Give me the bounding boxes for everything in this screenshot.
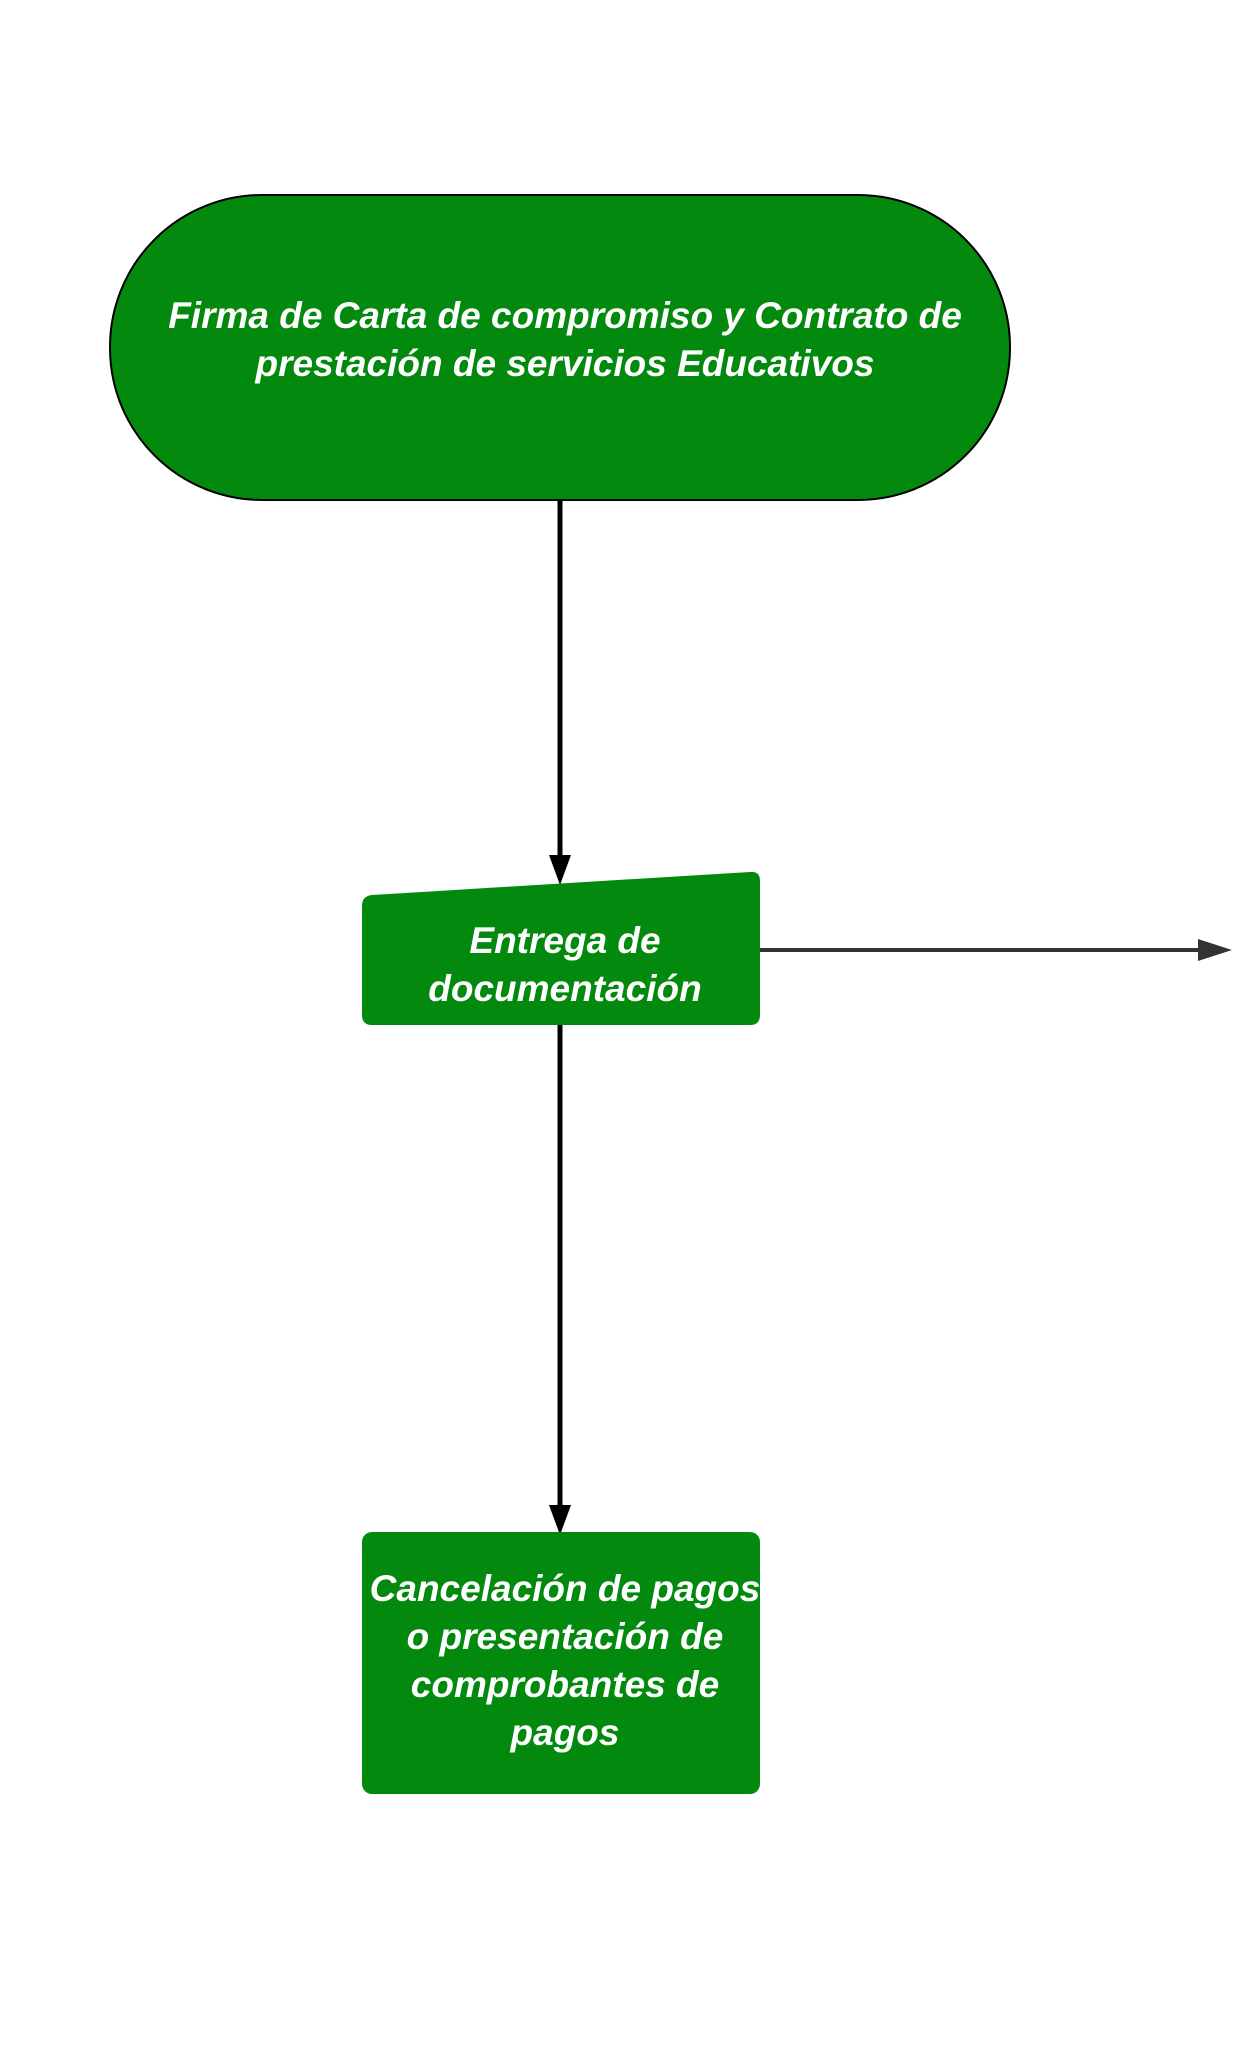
start-terminator-node[interactable] (109, 194, 1011, 501)
cancelacion-process-node[interactable] (362, 1532, 760, 1794)
entrega-manual-input-node[interactable] (362, 871, 760, 1025)
arrowhead-entrega-to-right (1198, 939, 1232, 961)
arrowhead-entrega-to-cancelacion (549, 1505, 571, 1535)
arrowhead-start-to-entrega (549, 855, 571, 885)
